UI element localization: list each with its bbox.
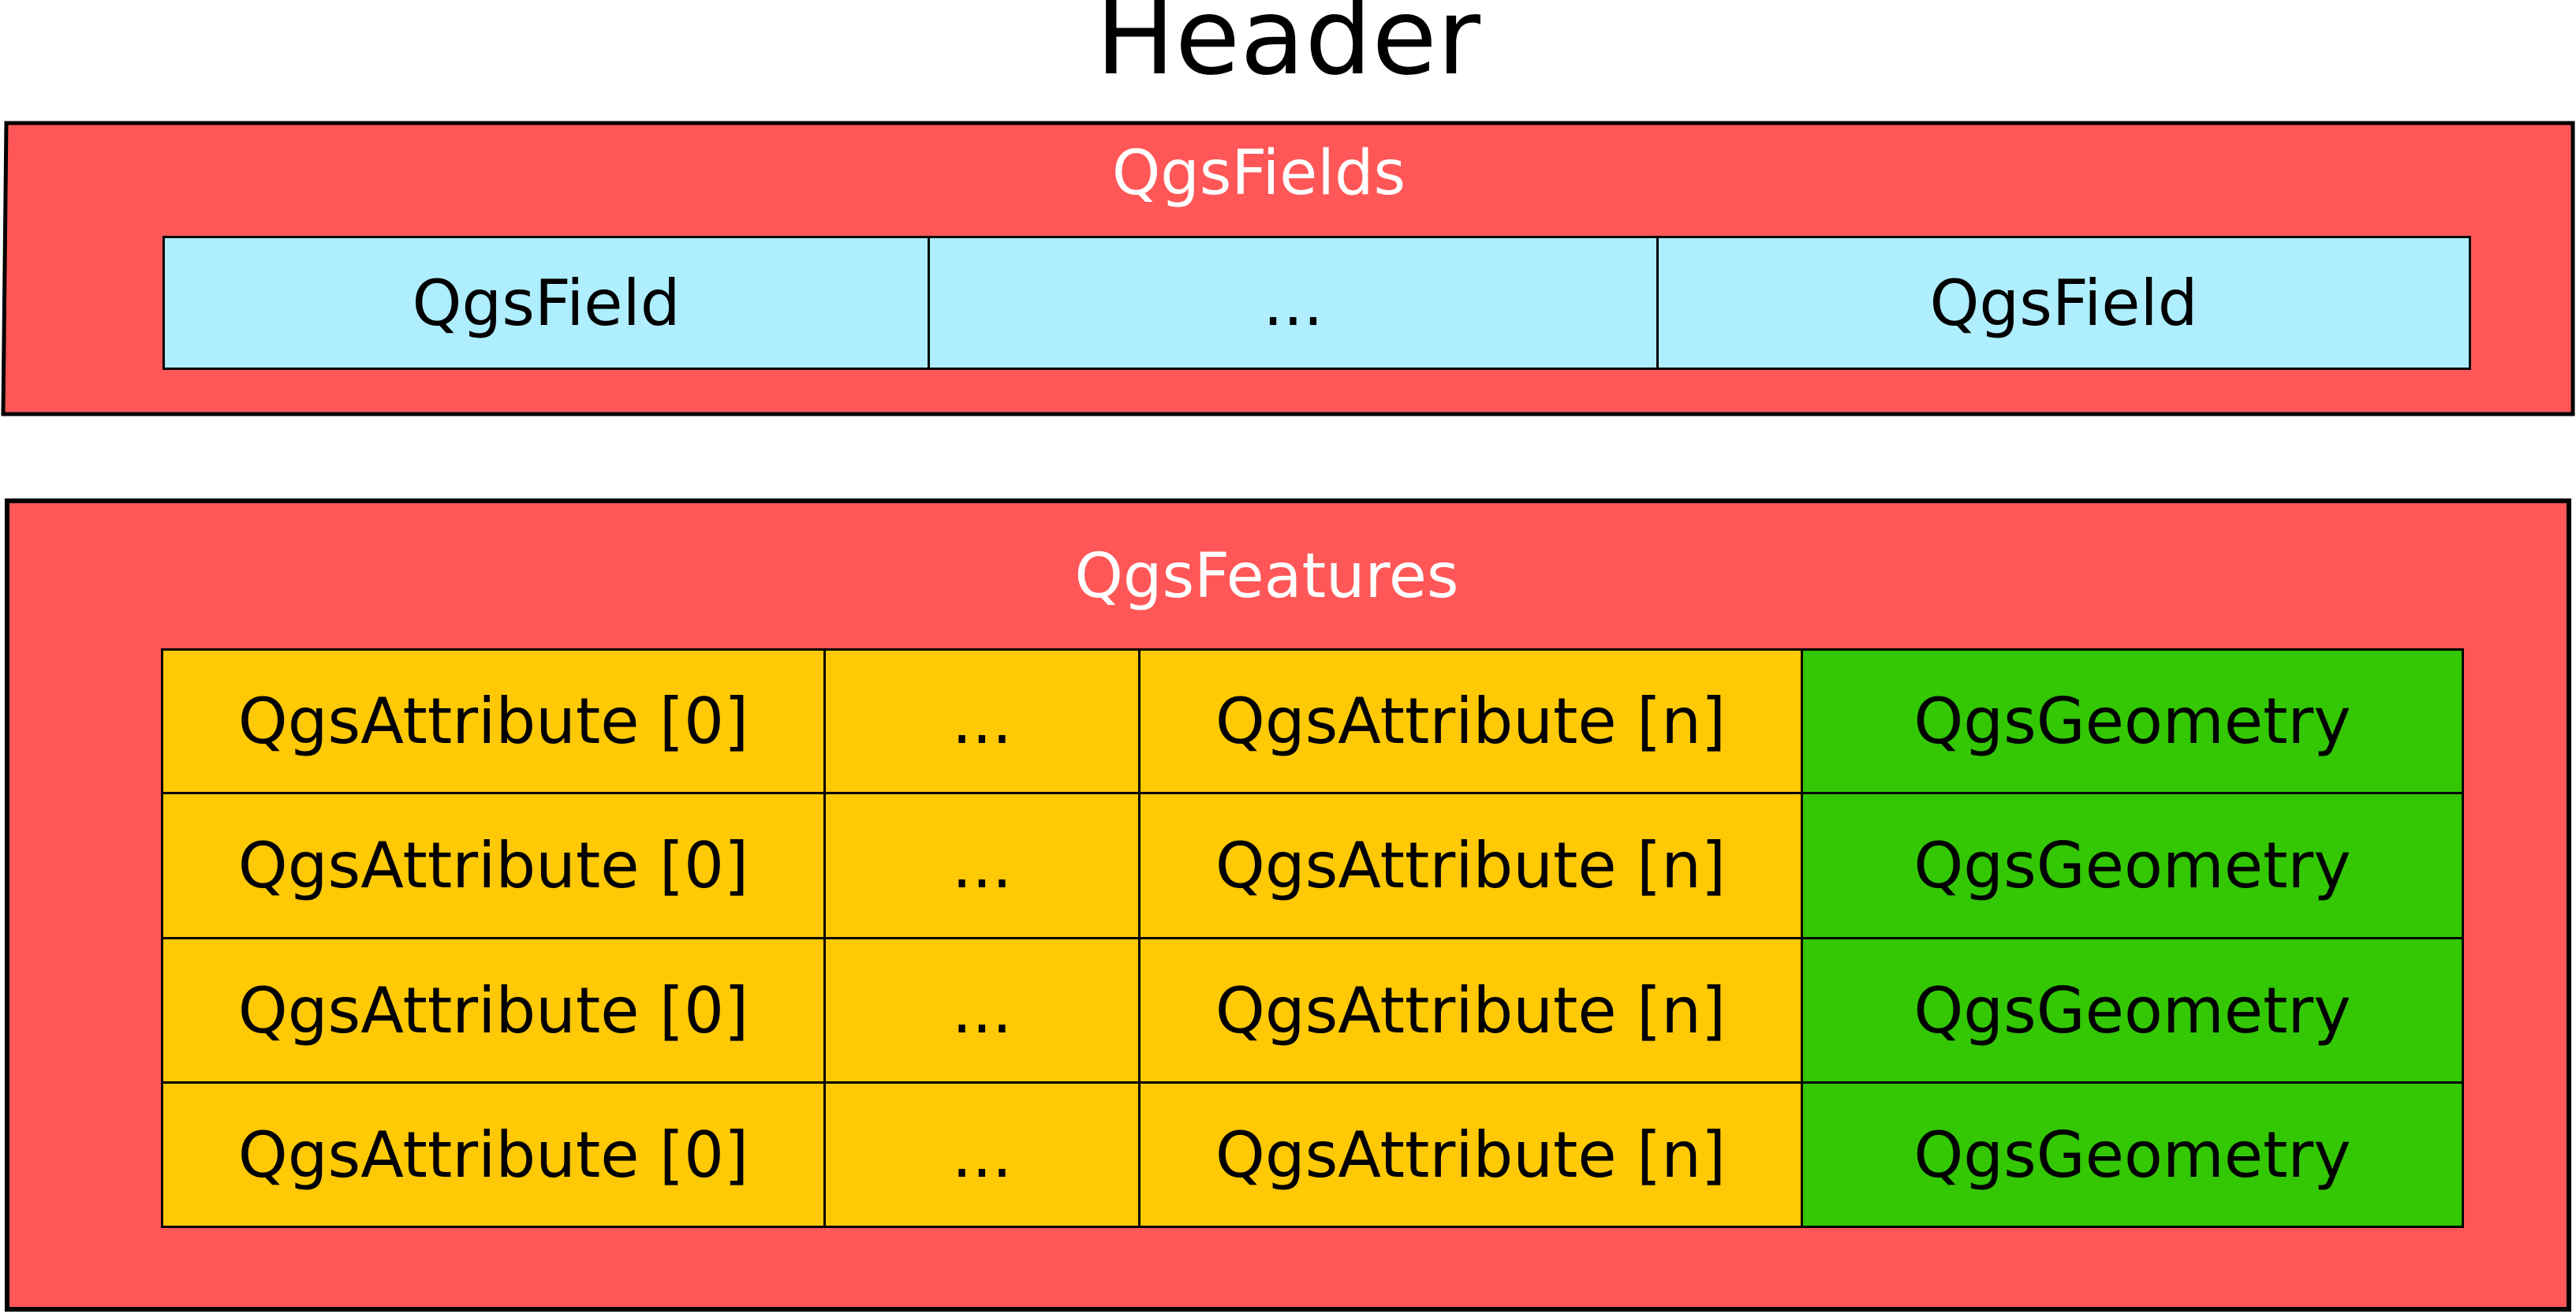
fields-title: QgsFields [1111,138,1406,209]
field-cell-ellipsis: ... [928,236,1659,370]
attribute-ellipsis-cell: ... [823,1081,1141,1228]
field-cell: QgsField [1656,236,2471,370]
attribute-last-cell: QgsAttribute [n] [1138,648,1803,794]
attribute-first-cell: QgsAttribute [0] [161,792,826,939]
attribute-first-cell: QgsAttribute [0] [161,648,826,794]
attribute-last-cell: QgsAttribute [n] [1138,937,1803,1084]
attribute-first-cell: QgsAttribute [0] [161,1081,826,1228]
geometry-cell: QgsGeometry [1801,1081,2464,1228]
attribute-ellipsis-cell: ... [823,648,1141,794]
attribute-ellipsis-cell: ... [823,792,1141,939]
attribute-ellipsis-cell: ... [823,937,1141,1084]
page-title: Header [1096,0,1480,99]
attribute-last-cell: QgsAttribute [n] [1138,792,1803,939]
attribute-first-cell: QgsAttribute [0] [161,937,826,1084]
field-cell: QgsField [162,236,930,370]
attribute-last-cell: QgsAttribute [n] [1138,1081,1803,1228]
geometry-cell: QgsGeometry [1801,648,2464,794]
geometry-cell: QgsGeometry [1801,937,2464,1084]
geometry-cell: QgsGeometry [1801,792,2464,939]
features-title: QgsFeatures [1074,541,1459,612]
